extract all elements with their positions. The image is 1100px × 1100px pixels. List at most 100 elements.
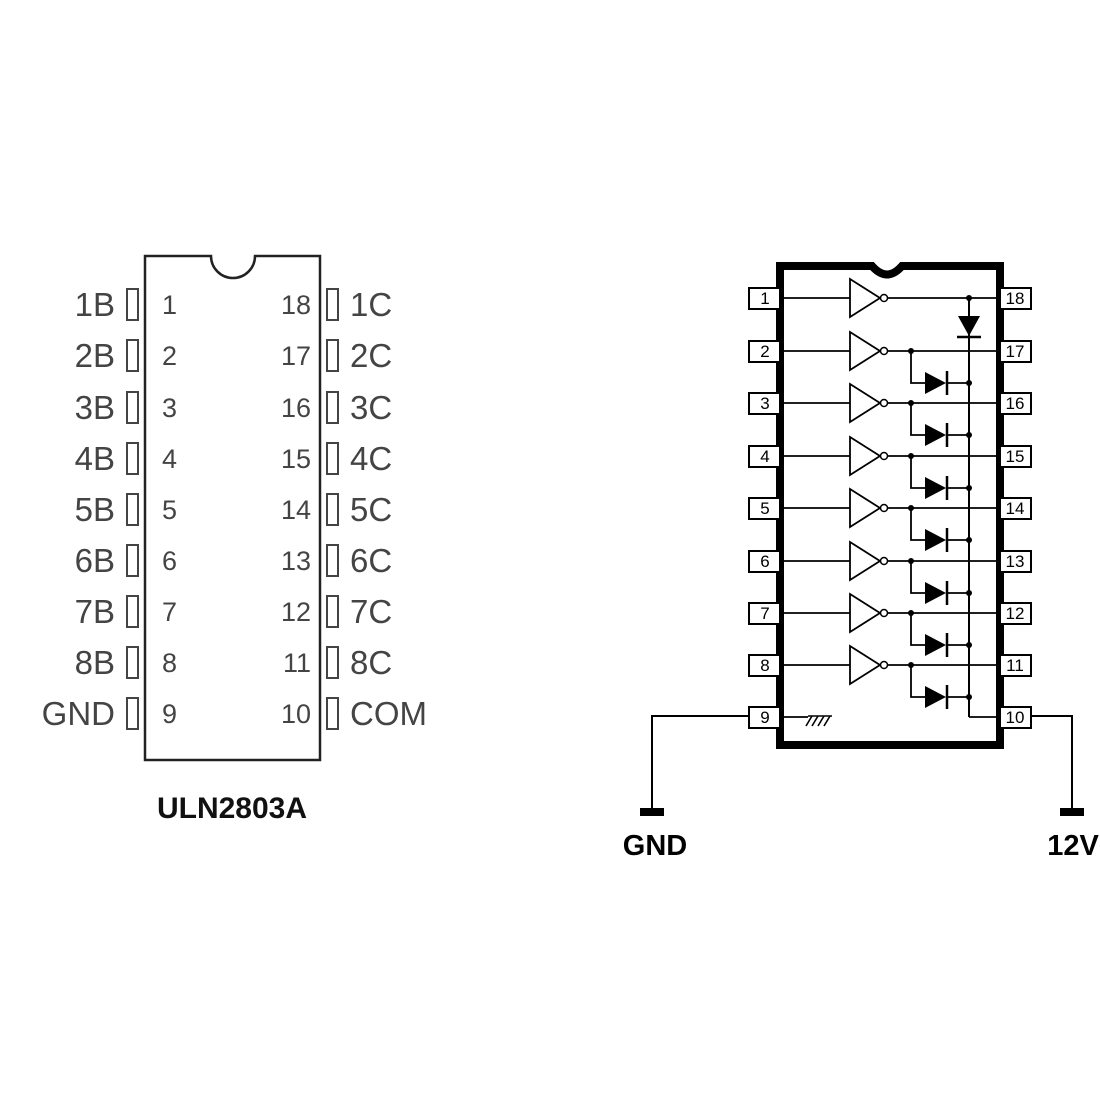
schematic-pin-number-left: 1 (760, 289, 769, 308)
inverter-buffer (849, 540, 882, 582)
pin-number-right: 14 (281, 495, 311, 525)
inverter-buffer (849, 330, 882, 372)
pin-label-left: 2B (75, 337, 115, 374)
pin-label-left: 1B (75, 286, 115, 323)
pin-label-right: 8C (350, 644, 392, 681)
clamp-diode (925, 686, 946, 708)
clamp-diode (925, 477, 946, 499)
pin-label-left: 7B (75, 593, 115, 630)
pin-label-right: 7C (350, 593, 392, 630)
pin-label-right: 3C (350, 389, 392, 426)
pin-number-left: 2 (162, 341, 177, 371)
pin-lead-right (326, 697, 339, 730)
clamp-diode (925, 372, 946, 394)
schematic-pin-number-right: 18 (1006, 289, 1025, 308)
schematic-pin-number-right: 16 (1006, 394, 1025, 413)
inverter-buffer (849, 277, 882, 319)
pin-label-right: 5C (350, 491, 392, 528)
pin-number-left: 5 (162, 495, 177, 525)
pin-label-right: 2C (350, 337, 392, 374)
schematic-pin-number-right: 14 (1006, 499, 1025, 518)
schematic-pin-number-left: 2 (760, 342, 769, 361)
inverter-buffer (849, 644, 882, 686)
driver-channel (780, 540, 1000, 605)
pin-lead-left (126, 595, 139, 628)
pin-lead-right (326, 544, 339, 577)
pin-lead-right (326, 339, 339, 372)
pin-lead-left (126, 544, 139, 577)
driver-channel (780, 592, 1000, 657)
schematic-pin-number-left: 3 (760, 394, 769, 413)
supply-terminal (1060, 808, 1084, 816)
pin-label-left: 4B (75, 440, 115, 477)
pin-number-left: 6 (162, 546, 177, 576)
schematic-pin-number-right: 12 (1006, 604, 1025, 623)
pin-label-right: 4C (350, 440, 392, 477)
pin-number-left: 7 (162, 597, 177, 627)
driver-channel (780, 435, 1000, 500)
inverter-buffer (849, 487, 882, 529)
driver-channel (780, 330, 1000, 395)
pin-number-right: 17 (281, 341, 311, 371)
schematic-pin-number-left: 5 (760, 499, 769, 518)
pin-lead-right (326, 288, 339, 321)
pin-number-left: 8 (162, 648, 177, 678)
schematic-pin-number-left: 6 (760, 552, 769, 571)
pin-number-right: 15 (281, 444, 311, 474)
schematic-pin-number-right: 10 (1006, 708, 1025, 727)
pin-lead-left (126, 288, 139, 321)
gnd-label: GND (623, 830, 687, 862)
gnd-wire (651, 715, 749, 808)
driver-channel (780, 487, 1000, 552)
schematic-pin-number-left: 4 (760, 447, 769, 466)
pin-lead-left (126, 697, 139, 730)
supply-label: 12V (1047, 830, 1099, 862)
schematic-pin-number-left: 8 (760, 656, 769, 675)
pin-lead-right (326, 391, 339, 424)
gnd-terminal (640, 808, 664, 816)
pin-number-left: 9 (162, 699, 177, 729)
pin-label-left: GND (42, 695, 115, 732)
inverter-buffer (849, 435, 882, 477)
pin-number-right: 18 (281, 290, 311, 320)
inverter-buffer (849, 382, 882, 424)
pin-lead-right (326, 646, 339, 679)
pin-number-left: 4 (162, 444, 177, 474)
pin-number-right: 11 (283, 648, 311, 678)
schematic-pin-number-right: 13 (1006, 552, 1025, 571)
pin-number-left: 1 (162, 290, 177, 320)
pin-lead-left (126, 339, 139, 372)
chip-name-label: ULN2803A (157, 792, 307, 825)
pin-lead-right (326, 493, 339, 526)
pin-label-right: 1C (350, 286, 392, 323)
clamp-diode (925, 529, 946, 551)
pin-number-right: 13 (281, 546, 311, 576)
pin-number-right: 10 (281, 699, 311, 729)
clamp-diode (925, 634, 946, 656)
pin-lead-left (126, 442, 139, 475)
driver-channel (780, 644, 1000, 709)
pin-lead-left (126, 646, 139, 679)
chip-body-outline (143, 254, 322, 762)
pin-label-left: 6B (75, 542, 115, 579)
pin-number-right: 16 (281, 393, 311, 423)
pin-lead-right (326, 442, 339, 475)
pin-label-right: COM (350, 695, 427, 732)
schematic-pin-number-left: 7 (760, 604, 769, 623)
pin-lead-right (326, 595, 339, 628)
pin-number-left: 3 (162, 393, 177, 423)
schematic-pin-number-right: 15 (1006, 447, 1025, 466)
supply-wire (1031, 715, 1073, 808)
clamp-diode (958, 316, 980, 336)
clamp-diode (925, 424, 946, 446)
pin-label-left: 8B (75, 644, 115, 681)
ground-symbol (805, 715, 832, 727)
driver-channel (780, 382, 1000, 447)
schematic-pin-number-left: 9 (760, 708, 769, 727)
pin-label-left: 3B (75, 389, 115, 426)
